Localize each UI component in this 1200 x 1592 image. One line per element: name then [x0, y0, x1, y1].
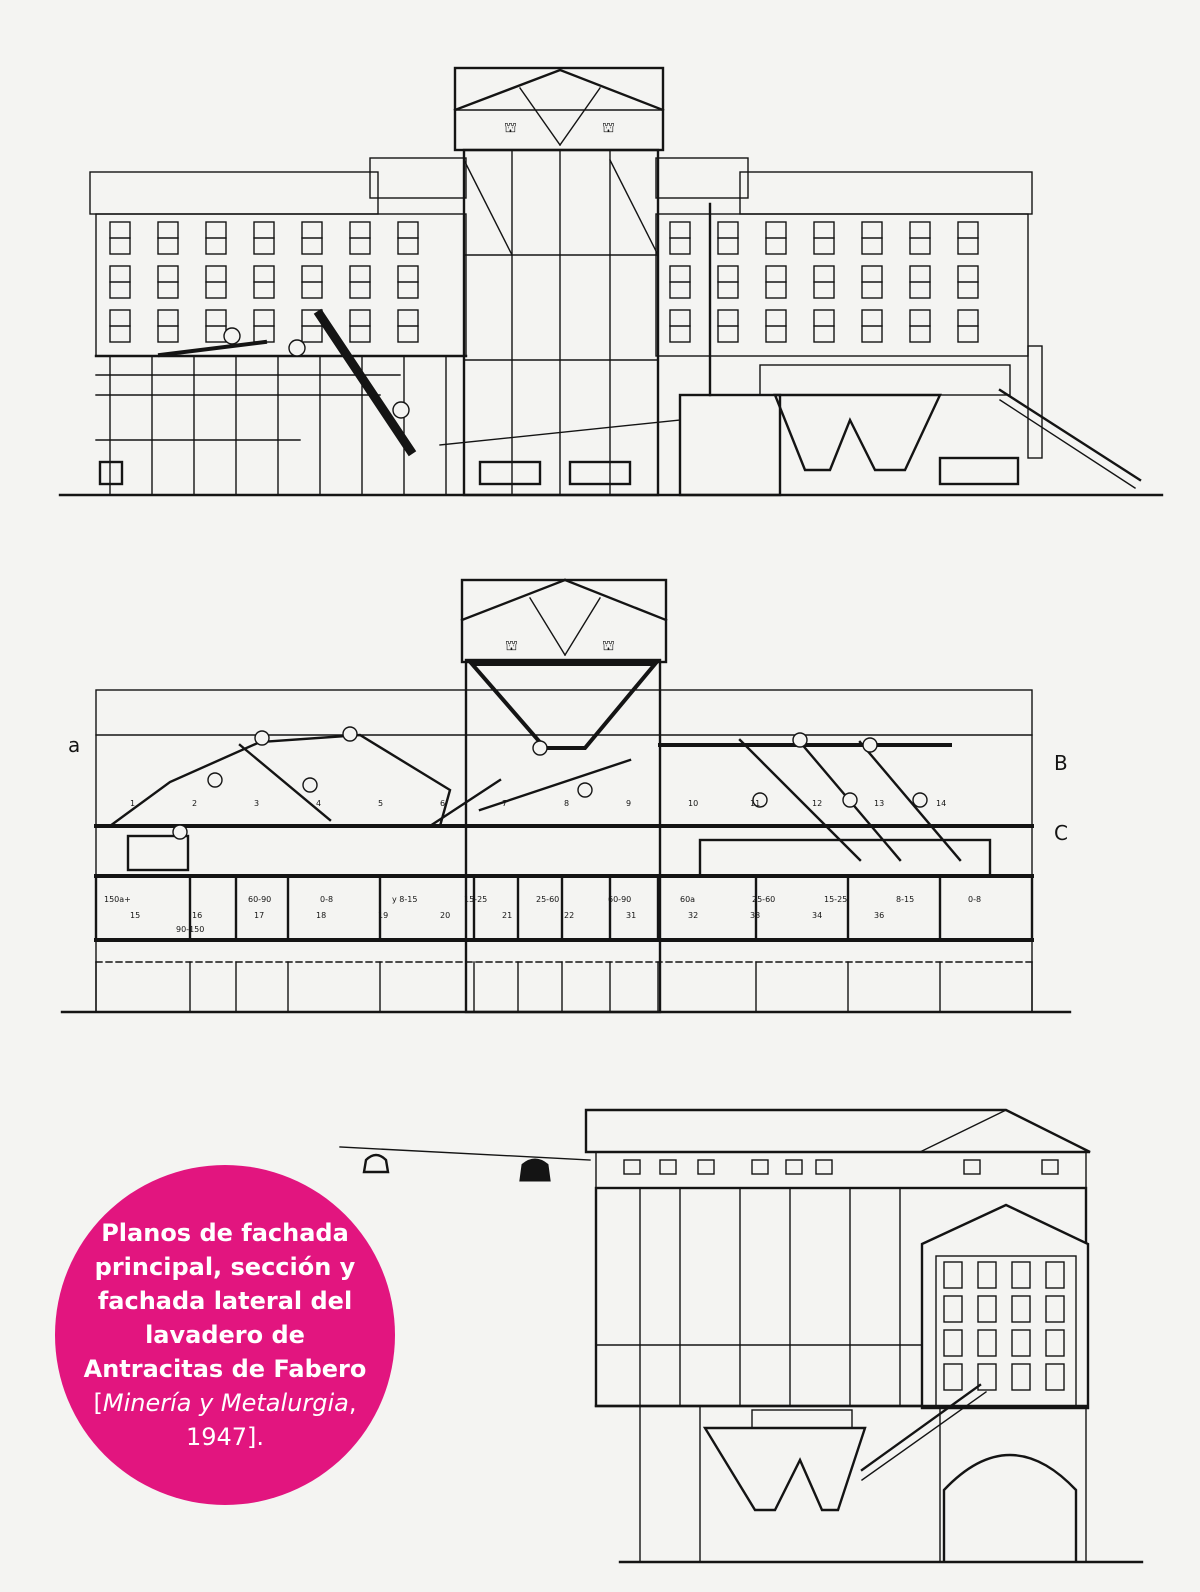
caption-text: Planos de fachada principal, sección y f…: [80, 1216, 370, 1454]
section-mark-a: a: [68, 733, 80, 757]
machine-number: 8: [564, 799, 569, 808]
caption-title: Planos de fachada principal, sección y f…: [83, 1219, 367, 1383]
machine-number: 9: [626, 799, 631, 808]
main-facade-elevation: ⛫ ⛫: [58, 66, 1164, 497]
hopper-label: 0-8: [320, 895, 333, 904]
svg-text:⛫: ⛫: [505, 638, 518, 654]
svg-text:⛫: ⛫: [602, 638, 615, 654]
machine-number: 7: [502, 799, 507, 808]
hopper-label: 60-90: [608, 895, 631, 904]
machine-number: 33: [750, 911, 760, 920]
hopper-label: 150a+: [104, 895, 131, 904]
machine-number: 36: [874, 911, 884, 920]
machine-number: 2: [192, 799, 197, 808]
machine-number: 1: [130, 799, 135, 808]
svg-text:⛫: ⛫: [504, 120, 517, 136]
hopper-label: 0-8: [968, 895, 981, 904]
machine-number: 19: [378, 911, 388, 920]
machine-number: 34: [812, 911, 822, 920]
section-mark-b: B: [1054, 751, 1068, 775]
side-facade-elevation: [339, 1108, 1144, 1564]
machine-number: 14: [936, 799, 946, 808]
hopper-label: 25-60: [536, 895, 559, 904]
caption-bubble: Planos de fachada principal, sección y f…: [55, 1165, 395, 1505]
machine-number: 4: [316, 799, 321, 808]
hopper-label: 60a: [680, 895, 695, 904]
hopper-label: 15-25: [824, 895, 847, 904]
machine-number: 3: [254, 799, 259, 808]
hopper-label: 90-150: [176, 925, 204, 934]
machine-number: 22: [564, 911, 574, 920]
svg-text:⛫: ⛫: [602, 120, 615, 136]
hopper-label: 25-60: [752, 895, 775, 904]
machine-number: 21: [502, 911, 512, 920]
hopper-label: 15-25: [464, 895, 487, 904]
cross-section: ⛫ ⛫ a B C 150a+ 90-150 60-90 0-8 y 8-15 15-25…: [60, 578, 1072, 1014]
machine-number: 11: [750, 799, 760, 808]
hopper-label: 60-90: [248, 895, 271, 904]
machine-number: 13: [874, 799, 884, 808]
machine-number: 31: [626, 911, 636, 920]
machine-number: 12: [812, 799, 822, 808]
section-mark-c: C: [1054, 821, 1068, 845]
machine-number: 17: [254, 911, 264, 920]
machine-number: 32: [688, 911, 698, 920]
caption-year: , 1947].: [185, 1389, 357, 1451]
caption-source: Minería y Metalurgia: [102, 1389, 349, 1417]
machine-number: 15: [130, 911, 140, 920]
caption-bracket: [: [93, 1389, 103, 1417]
hopper-label: y 8-15: [392, 895, 417, 904]
machine-number: 6: [440, 799, 445, 808]
machine-number: 5: [378, 799, 383, 808]
hopper-label: 8-15: [896, 895, 914, 904]
machine-number: 16: [192, 911, 202, 920]
machine-number: 20: [440, 911, 450, 920]
machine-number: 18: [316, 911, 326, 920]
machine-number: 10: [688, 799, 698, 808]
